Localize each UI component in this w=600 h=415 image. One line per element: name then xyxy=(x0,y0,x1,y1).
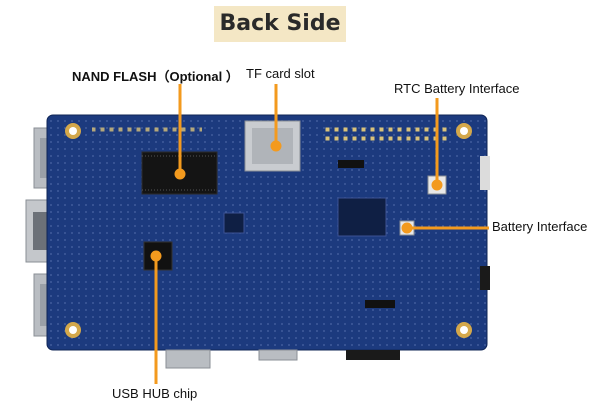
nand-flash-label: NAND FLASH（Optional ） xyxy=(72,69,239,84)
bottom-port xyxy=(258,349,298,361)
page-title: Back Side xyxy=(219,11,341,36)
pmic-chip xyxy=(337,197,387,237)
bottom-port xyxy=(346,350,400,360)
audio-jack xyxy=(480,266,490,290)
rtc-battery-label: RTC Battery Interface xyxy=(394,81,520,96)
gpio-header xyxy=(322,124,448,142)
usb-hub-label: USB HUB chip xyxy=(112,386,198,401)
tf-card-slot-label: TF card slot xyxy=(246,66,315,81)
small-chip xyxy=(338,160,364,168)
edge-connector xyxy=(480,156,490,190)
battery-interface-label: Battery Interface xyxy=(492,219,588,234)
small-chip xyxy=(365,300,395,308)
small-chip xyxy=(223,212,245,234)
hdmi-port xyxy=(165,349,211,369)
title-banner xyxy=(214,6,346,42)
